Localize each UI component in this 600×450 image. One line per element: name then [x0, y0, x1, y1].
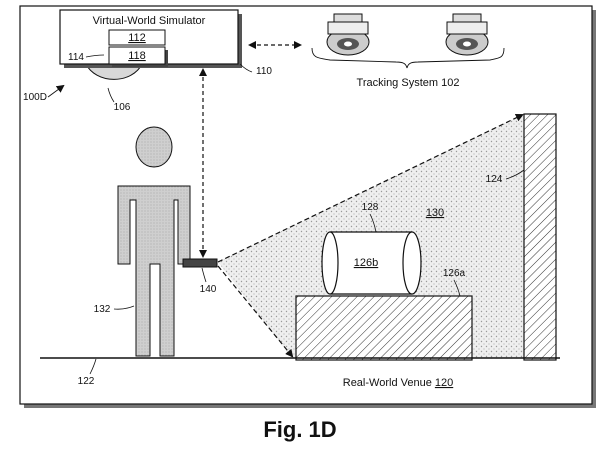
ref-130: 130	[426, 207, 444, 219]
ref-106: 106	[114, 102, 131, 113]
ref-114: 114	[68, 52, 84, 63]
ref-132: 132	[94, 304, 111, 315]
tracking-label: Tracking System 102	[357, 77, 460, 89]
ref-124: 124	[486, 174, 503, 185]
venue-label-ref: 120	[435, 377, 453, 389]
simulator-title: Virtual-World Simulator	[93, 15, 206, 27]
leader-122	[89, 358, 97, 375]
wall-124	[523, 113, 557, 361]
cylinder-126b	[321, 231, 422, 295]
projection-ray-top	[217, 114, 524, 263]
figure-caption: Fig. 1D	[263, 417, 336, 442]
leader-106	[107, 87, 115, 103]
leader-140	[201, 267, 207, 283]
leader-114	[85, 54, 105, 58]
projection-ray-bottom	[217, 265, 294, 358]
tracking-camera-right	[445, 13, 489, 56]
ref-110: 110	[256, 66, 272, 77]
leader-132	[113, 305, 135, 310]
box-112	[108, 29, 166, 46]
ref-140: 140	[200, 284, 217, 295]
tracking-camera-left	[326, 13, 370, 56]
tracking-brace	[311, 47, 505, 69]
ref-122: 122	[78, 376, 95, 387]
venue-label-text: Real-World Venue	[343, 377, 435, 389]
ref-100d: 100D	[23, 92, 47, 103]
ref-118: 118	[128, 50, 146, 62]
ref-126a: 126a	[443, 268, 466, 279]
platform-126a	[295, 295, 473, 361]
device-140	[182, 258, 218, 268]
leader-124	[505, 169, 525, 180]
venue-label: Real-World Venue 120	[343, 377, 453, 389]
human-132	[117, 126, 191, 357]
ref-128: 128	[362, 202, 379, 213]
box-118	[108, 46, 166, 65]
ref-112: 112	[128, 32, 146, 44]
leader-126a	[453, 279, 461, 297]
leader-110	[239, 63, 253, 73]
ref-126b: 126b	[354, 257, 378, 269]
leader-100d	[47, 84, 65, 98]
leader-128	[369, 213, 377, 233]
